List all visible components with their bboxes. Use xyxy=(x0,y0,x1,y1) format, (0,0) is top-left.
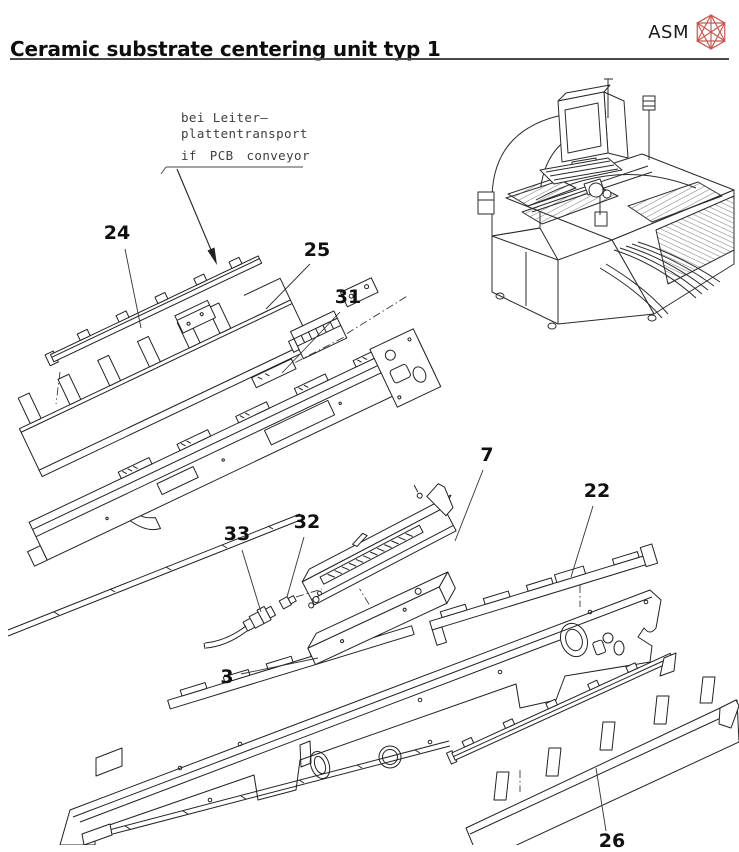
exploded-view-drawing xyxy=(7,248,739,845)
beam-end-plate xyxy=(369,328,442,408)
title-underline-rule xyxy=(10,58,729,60)
asm-hexagon-icon xyxy=(696,14,726,50)
part-7-centering-unit xyxy=(301,483,457,609)
asm-logo-text: ASM xyxy=(648,21,689,43)
leader-line-3 xyxy=(240,657,319,675)
leader-line-25 xyxy=(265,263,311,310)
annotation-line-german-1: bei Leiter— xyxy=(181,110,269,125)
hook-tabs xyxy=(17,302,232,424)
annotation-line-german-2: plattentransport xyxy=(181,126,308,141)
leader-line-32 xyxy=(286,536,305,598)
beam-pads xyxy=(117,345,388,480)
leader-line-7 xyxy=(454,469,484,542)
leader-line-31 xyxy=(281,311,341,374)
part-26-hooks xyxy=(493,676,716,801)
asm-logo: ASM xyxy=(648,14,727,50)
machine-overview-illustration xyxy=(477,78,735,330)
annotation-line-english: if PCB conveyor xyxy=(181,148,310,163)
upper-beam-assembly xyxy=(27,328,442,567)
leader-line-24 xyxy=(124,248,142,329)
leader-line-33 xyxy=(241,549,262,613)
part-22-clamp-rail xyxy=(429,543,659,646)
pcb-conveyor-annotation: bei Leiter— plattentransport if PCB conv… xyxy=(181,110,310,164)
part-3-clamping-bar xyxy=(307,571,456,666)
annotation-arrow xyxy=(176,168,217,265)
page-title: Ceramic substrate centering unit typ 1 xyxy=(10,37,441,61)
annotation-underline xyxy=(160,166,303,175)
hook-plate xyxy=(17,277,314,478)
leader-line-26 xyxy=(595,767,607,832)
frame-rail-edge xyxy=(85,740,451,842)
part-32-fitting xyxy=(278,595,297,610)
part-26-hook-plate xyxy=(465,652,739,845)
part-26-strip xyxy=(445,652,675,765)
lower-frame-plate xyxy=(59,589,662,845)
guide-shaft xyxy=(7,513,304,637)
leader-line-22 xyxy=(570,505,594,578)
part-24-rail xyxy=(44,255,263,367)
part-33-cable xyxy=(203,605,277,650)
drilled-plate xyxy=(174,299,217,334)
leader-lines xyxy=(124,248,607,832)
